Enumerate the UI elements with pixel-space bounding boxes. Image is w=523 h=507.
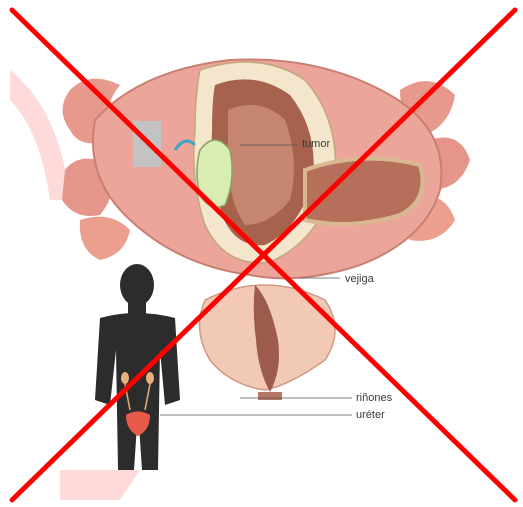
label-vejiga: vejiga: [345, 274, 374, 285]
label-tumor: tumor: [302, 139, 330, 150]
label-rinones: riñones: [356, 393, 392, 404]
human-silhouette: [95, 264, 180, 470]
bladder: [93, 59, 441, 278]
label-ureter: uréter: [356, 410, 385, 421]
